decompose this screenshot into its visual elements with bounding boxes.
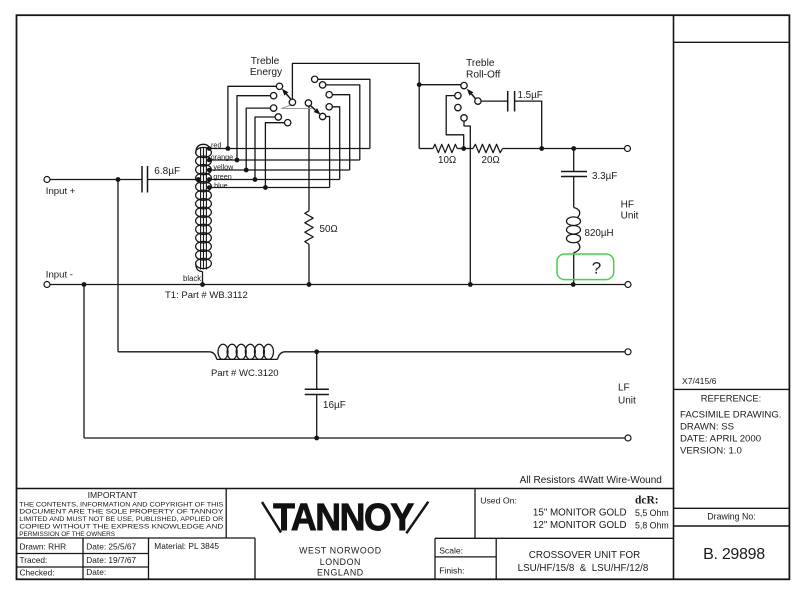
- svg-text:Used On:: Used On:: [480, 496, 517, 506]
- svg-text:Unit: Unit: [621, 211, 639, 222]
- svg-text:3.3µF: 3.3µF: [592, 171, 617, 182]
- svg-text:10Ω: 10Ω: [438, 155, 456, 166]
- svg-text:Date: 25/5/67: Date: 25/5/67: [86, 542, 136, 552]
- svg-text:ENGLAND: ENGLAND: [317, 568, 364, 578]
- svg-text:dcR:: dcR:: [635, 494, 659, 506]
- svg-text:CROSSOVER UNIT FOR: CROSSOVER UNIT FOR: [529, 550, 640, 561]
- svg-text:PERMISSION OF THE OWNERS: PERMISSION OF THE OWNERS: [19, 531, 115, 538]
- svg-text:REFERENCE:: REFERENCE:: [701, 392, 761, 403]
- svg-text:12" MONITOR GOLD: 12" MONITOR GOLD: [533, 520, 627, 531]
- svg-text:Finish:: Finish:: [439, 566, 464, 576]
- svg-text:All Resistors 4Watt Wire-Wound: All Resistors 4Watt Wire-Wound: [520, 475, 662, 486]
- svg-text:green: green: [213, 172, 231, 181]
- svg-text:Checked:: Checked:: [20, 568, 55, 578]
- svg-text:B. 29898: B. 29898: [703, 546, 765, 563]
- svg-text:LF: LF: [618, 383, 630, 394]
- svg-text:Part # WC.3120: Part # WC.3120: [211, 368, 279, 379]
- svg-text:Unit: Unit: [618, 395, 636, 406]
- svg-text:20Ω: 20Ω: [482, 155, 500, 166]
- svg-text:6.8µF: 6.8µF: [154, 166, 180, 177]
- svg-text:X7/415/6: X7/415/6: [682, 376, 717, 386]
- svg-text:LSU/HF/15/8 & LSU/HF/12/8: LSU/HF/15/8 & LSU/HF/12/8: [518, 563, 649, 574]
- svg-text:Treble: Treble: [251, 56, 280, 67]
- svg-text:yellow: yellow: [213, 163, 234, 172]
- svg-text:Input +: Input +: [46, 186, 76, 197]
- svg-text:Drawing No:: Drawing No:: [707, 512, 755, 522]
- svg-text:HF: HF: [621, 199, 634, 210]
- svg-text:orange: orange: [211, 152, 233, 161]
- svg-text:Energy: Energy: [250, 67, 283, 78]
- svg-text:WEST NORWOOD: WEST NORWOOD: [299, 546, 382, 556]
- svg-text:Roll-Off: Roll-Off: [466, 69, 501, 80]
- svg-text:IMPORTANT: IMPORTANT: [88, 490, 139, 500]
- svg-text:Date: 19/7/67: Date: 19/7/67: [86, 555, 136, 565]
- svg-text:red: red: [211, 140, 221, 149]
- svg-text:Treble: Treble: [466, 58, 495, 69]
- svg-text:DATE: APRIL 2000: DATE: APRIL 2000: [680, 433, 761, 444]
- svg-text:LONDON: LONDON: [320, 557, 361, 567]
- svg-text:15" MONITOR GOLD: 15" MONITOR GOLD: [533, 508, 627, 519]
- svg-text:black: black: [183, 274, 201, 283]
- svg-text:5,5 Ohm: 5,5 Ohm: [635, 508, 669, 518]
- svg-text:THE CONTENTS, INFORMATION AND: THE CONTENTS, INFORMATION AND COPYRIGHT …: [19, 501, 223, 508]
- svg-text:Input -: Input -: [46, 270, 73, 281]
- svg-text:1.5µF: 1.5µF: [518, 90, 543, 101]
- svg-text:TANNOY: TANNOY: [273, 496, 413, 538]
- svg-text:DOCUMENT ARE THE SOLE PROPERTY: DOCUMENT ARE THE SOLE PROPERTY OF TANNOY: [19, 509, 224, 516]
- svg-text:COPIED WITHOUT THE EXPRESS KNO: COPIED WITHOUT THE EXPRESS KNOWLEDGE AND: [19, 524, 223, 531]
- svg-text:LIMITED AND MUST NOT BE USE, P: LIMITED AND MUST NOT BE USE, PUBLISHED, …: [19, 516, 223, 523]
- svg-text:VERSION: 1.0: VERSION: 1.0: [680, 445, 742, 456]
- svg-text:Date:: Date:: [86, 567, 106, 577]
- svg-text:16µF: 16µF: [323, 400, 346, 411]
- svg-text:T1: Part # WB.3112: T1: Part # WB.3112: [165, 290, 248, 301]
- svg-text:FACSIMILE DRAWING.: FACSIMILE DRAWING.: [680, 409, 781, 420]
- svg-text:50Ω: 50Ω: [320, 224, 338, 235]
- svg-text:Material: PL 3845: Material: PL 3845: [154, 541, 219, 551]
- svg-text:?: ?: [592, 258, 601, 277]
- svg-text:blue: blue: [214, 181, 228, 190]
- svg-text:Drawn: RHR: Drawn: RHR: [20, 542, 67, 552]
- svg-text:820µH: 820µH: [585, 228, 614, 239]
- svg-text:5,8 Ohm: 5,8 Ohm: [635, 521, 669, 531]
- svg-text:Scale:: Scale:: [439, 545, 463, 555]
- svg-text:Traced:: Traced:: [20, 555, 48, 565]
- svg-text:DRAWN: SS: DRAWN: SS: [680, 421, 734, 432]
